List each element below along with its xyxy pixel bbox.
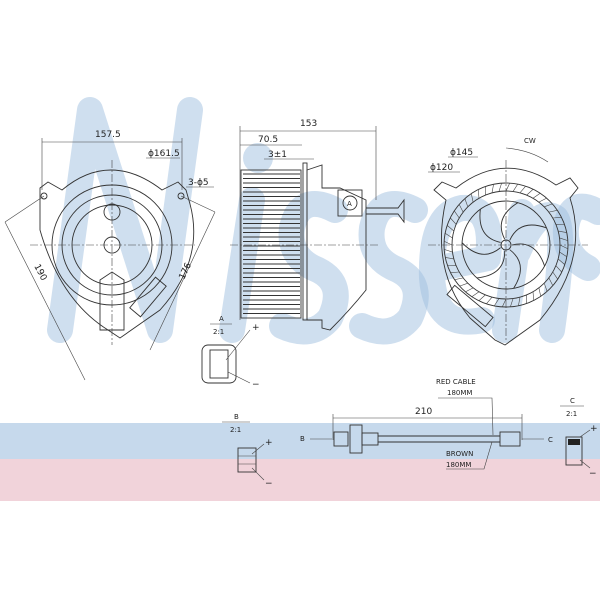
detail-a-minus: −	[252, 380, 260, 390]
cable-assembly: RED CABLE 180MM 210 B C BROWN 180MM	[300, 378, 553, 470]
impeller-vane	[446, 225, 455, 232]
dim-holes: 3-ϕ5	[188, 178, 209, 188]
impeller-vane	[465, 287, 474, 293]
detail-b-title: B	[234, 413, 239, 421]
impeller-vane	[532, 193, 541, 199]
impeller-vane	[443, 241, 453, 246]
dim-depth: 70.5	[258, 135, 278, 145]
front-view: 157.5 ϕ161.5 3-ϕ5 190 176	[4, 130, 216, 381]
impeller-vane	[519, 185, 526, 194]
impeller-vane	[459, 282, 468, 287]
impeller-vane	[532, 291, 535, 301]
red-cable-length: 180MM	[447, 389, 472, 397]
connector-label-a: A	[347, 200, 352, 208]
impeller-vane	[444, 249, 453, 253]
dim-diameter: ϕ161.5	[148, 149, 180, 159]
dim-190: 190	[31, 263, 48, 283]
impeller-vane	[458, 204, 464, 213]
impeller-vane	[464, 198, 469, 207]
detail-a-title: A	[219, 315, 224, 323]
impeller-vane	[454, 210, 460, 219]
impeller-blade	[479, 209, 501, 243]
detail-c-plus: +	[590, 424, 598, 434]
impeller-vane	[559, 237, 568, 241]
detail-b-scale: 2:1	[230, 426, 241, 434]
impeller-vane	[498, 183, 502, 192]
detail-c-scale: 2:1	[566, 410, 577, 418]
impeller-vane	[538, 197, 547, 203]
impeller-vane	[559, 244, 569, 249]
impeller-blade	[461, 242, 501, 255]
impeller-vane	[548, 209, 558, 213]
cable-length: 210	[415, 407, 432, 417]
impeller-vane	[544, 203, 553, 208]
impeller-vane	[559, 251, 568, 258]
impeller-vane	[538, 287, 542, 297]
impeller-blade	[509, 224, 547, 241]
dim-offset: 3±1	[268, 150, 287, 160]
brown-cable-label: BROWN	[446, 450, 473, 458]
impeller-vane	[478, 294, 486, 301]
red-cable-label: RED CABLE	[436, 378, 476, 386]
band-pink	[0, 459, 600, 501]
dim-inner-diameter: ϕ120	[430, 163, 453, 173]
impeller-vane	[502, 298, 507, 308]
detail-a: A 2:1 + −	[201, 315, 260, 390]
impeller-vane	[486, 296, 493, 305]
detail-a-plus: +	[252, 323, 260, 333]
impeller-blade	[509, 249, 521, 289]
fan-fins	[243, 173, 300, 314]
impeller-vane	[493, 298, 500, 307]
detail-c-minus: −	[589, 469, 597, 479]
impeller-blade	[511, 243, 546, 267]
impeller-vane	[471, 291, 480, 297]
impeller-vane	[552, 216, 562, 219]
rear-view: CW ϕ145 ϕ120	[428, 137, 588, 346]
impeller-vane	[555, 265, 562, 273]
impeller	[443, 182, 569, 308]
impeller-vane	[477, 189, 480, 199]
impeller-vane	[558, 230, 567, 233]
dim-total: 153	[300, 119, 317, 129]
impeller-vane	[543, 283, 548, 292]
impeller-vane	[510, 298, 514, 307]
impeller-vane	[445, 257, 454, 260]
cable-end-b: B	[300, 435, 305, 443]
dim-width: 157.5	[95, 130, 121, 140]
rotation-label: CW	[524, 137, 536, 145]
side-view: 153 70.5 3±1 A	[230, 119, 405, 331]
impeller-blade	[476, 250, 506, 279]
brown-cable-length: 180MM	[446, 461, 471, 469]
impeller-vane	[518, 297, 521, 306]
impeller-vane	[444, 232, 453, 239]
impeller-vane	[505, 182, 510, 192]
impeller-vane	[450, 271, 460, 274]
detail-a-scale: 2:1	[213, 328, 224, 336]
impeller-vane	[470, 193, 474, 203]
impeller-vane	[450, 217, 457, 225]
cable-end-c: C	[548, 436, 553, 444]
detail-c-title: C	[570, 397, 575, 405]
impeller-blade	[500, 202, 519, 240]
impeller-vane	[512, 183, 519, 192]
impeller-vane	[557, 258, 566, 265]
detail-b-minus: −	[265, 479, 273, 489]
impeller-vane	[491, 184, 494, 193]
detail-b-plus: +	[265, 438, 273, 448]
impeller-vane	[526, 189, 534, 196]
detail-b: B 2:1 + −	[222, 413, 273, 489]
impeller-vane	[552, 271, 558, 280]
impeller-vane	[454, 277, 464, 281]
detail-c: C 2:1 + −	[560, 397, 598, 479]
impeller-vane	[548, 277, 554, 286]
dim-outer-diameter: ϕ145	[450, 148, 473, 158]
